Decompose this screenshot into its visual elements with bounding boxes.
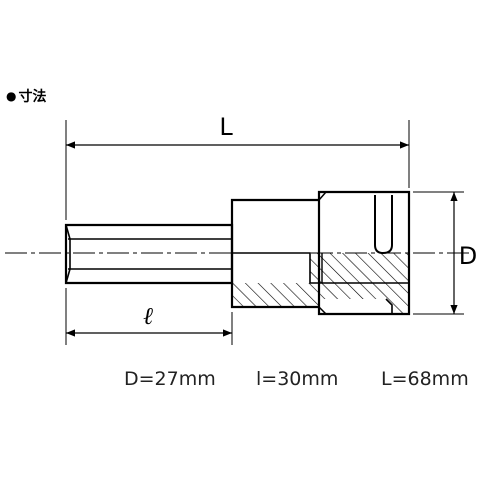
label-l: ℓ xyxy=(143,302,153,330)
dimension-values: D=27mm l=30mm L=68mm xyxy=(0,368,480,394)
bullet-icon: ● xyxy=(6,89,17,103)
socket-bore-outline xyxy=(232,252,409,284)
dimension-value-d: D=27mm xyxy=(124,368,216,390)
section-heading: ● 寸法 xyxy=(6,86,46,106)
hex-bit-outline xyxy=(64,223,234,285)
heading-text: 寸法 xyxy=(18,89,47,105)
label-L: L xyxy=(219,113,233,141)
dimension-value-L: L=68mm xyxy=(381,368,469,390)
dimension-value-l: l=30mm xyxy=(256,368,339,390)
socket-head-outline xyxy=(317,190,411,316)
pin-hole-upper xyxy=(374,195,393,255)
label-D: D xyxy=(459,242,477,270)
hex-bit-tip xyxy=(65,224,71,284)
drive-notch-lower xyxy=(385,298,393,314)
